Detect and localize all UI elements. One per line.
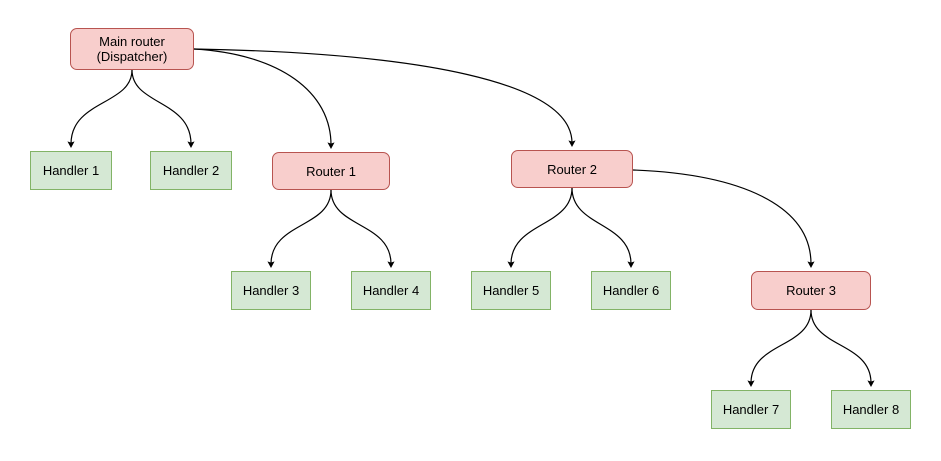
edge-main-router-to-router-1 <box>193 48 335 149</box>
node-router-2[interactable]: Router 2 <box>511 150 633 188</box>
edge-main-router-to-handler-2 <box>131 69 195 148</box>
node-handler-2[interactable]: Handler 2 <box>150 151 232 190</box>
node-label-handler-7: Handler 7 <box>722 402 780 417</box>
node-handler-7[interactable]: Handler 7 <box>711 390 791 429</box>
edge-router-2-to-router-3 <box>632 169 815 268</box>
node-label-handler-6: Handler 6 <box>602 283 660 298</box>
edge-group <box>67 48 875 387</box>
edge-router-1-to-handler-4 <box>330 189 395 268</box>
node-label-handler-8: Handler 8 <box>842 402 900 417</box>
node-handler-8[interactable]: Handler 8 <box>831 390 911 429</box>
node-handler-5[interactable]: Handler 5 <box>471 271 551 310</box>
edge-router-3-to-handler-8 <box>810 309 875 387</box>
node-handler-6[interactable]: Handler 6 <box>591 271 671 310</box>
node-router-3[interactable]: Router 3 <box>751 271 871 310</box>
node-router-1[interactable]: Router 1 <box>272 152 390 190</box>
edge-router-3-to-handler-7 <box>747 309 812 387</box>
node-main-router[interactable]: Main router (Dispatcher) <box>70 28 194 70</box>
edge-router-2-to-handler-6 <box>571 187 635 268</box>
edge-router-2-to-handler-5 <box>507 187 573 268</box>
node-label-router-1: Router 1 <box>306 163 356 179</box>
node-label-router-3: Router 3 <box>786 283 836 298</box>
node-label-handler-4: Handler 4 <box>362 283 420 298</box>
node-handler-1[interactable]: Handler 1 <box>30 151 112 190</box>
node-label-handler-2: Handler 2 <box>162 163 220 178</box>
node-label-main-router: Main router (Dispatcher) <box>96 34 168 64</box>
node-label-router-2: Router 2 <box>547 161 597 177</box>
edge-main-router-to-router-2 <box>193 48 576 147</box>
edge-router-1-to-handler-3 <box>267 189 332 268</box>
node-label-handler-3: Handler 3 <box>242 283 300 298</box>
node-handler-4[interactable]: Handler 4 <box>351 271 431 310</box>
edge-main-router-to-handler-1 <box>67 69 133 148</box>
node-handler-3[interactable]: Handler 3 <box>231 271 311 310</box>
node-label-handler-1: Handler 1 <box>42 163 100 178</box>
node-label-handler-5: Handler 5 <box>482 283 540 298</box>
